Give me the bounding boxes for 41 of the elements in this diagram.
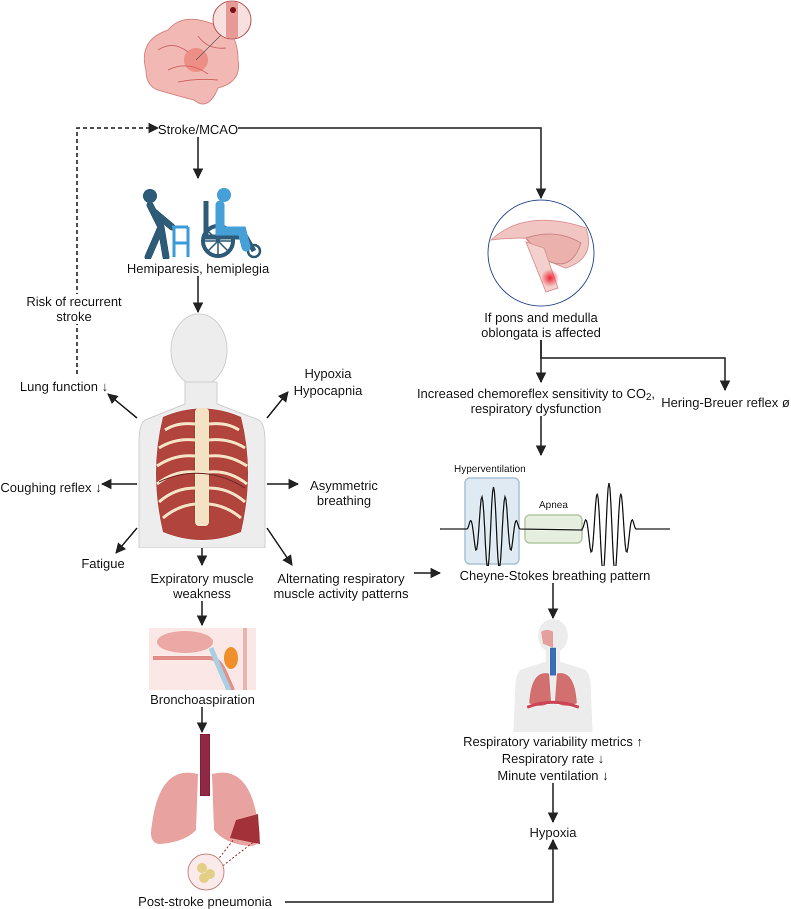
node-label: Cheyne-Stokes breathing pattern xyxy=(460,568,650,583)
node-label: Minute ventilation ↓ xyxy=(497,768,609,783)
node-label: Hypocapnia xyxy=(294,383,362,398)
node-label: Increased chemoreflex sensitivity to CO$_{2}$, respiratory dysfunction xyxy=(416,386,656,416)
arrow xyxy=(238,127,546,200)
arrow xyxy=(266,528,293,566)
node-label: Hypoxia xyxy=(304,366,352,381)
arrow xyxy=(267,478,300,490)
node-label: Hypoxia xyxy=(530,825,576,840)
node-label: Post-stroke pneumonia xyxy=(138,894,272,909)
node-label: Expiratory muscle weakness xyxy=(149,571,255,601)
arrow xyxy=(536,416,546,456)
arrow xyxy=(285,838,558,903)
node-label: Respiratory variability metrics ↑ xyxy=(463,734,643,749)
node-label: Alternating respiratory muscle activity patterns xyxy=(272,571,410,601)
node-label: Bronchoaspiration xyxy=(150,692,255,707)
arrow xyxy=(107,393,138,419)
arrow xyxy=(115,528,138,554)
node-label: Coughing reflex ↓ xyxy=(0,480,102,495)
arrow xyxy=(100,478,137,490)
arrow xyxy=(548,783,558,824)
node-label: Hemiparesis, hemiplegia xyxy=(126,261,270,276)
arrow xyxy=(196,601,208,626)
arrow xyxy=(196,548,208,566)
waveform-label: Hyperventilation xyxy=(454,464,526,476)
arrow xyxy=(196,707,208,734)
node-label: If pons and medulla oblongata is affected xyxy=(480,310,602,340)
arrow xyxy=(192,276,204,314)
arrow xyxy=(192,137,204,180)
node-label: Hering-Breuer reflex ø xyxy=(661,395,790,410)
node-label: Fatigue xyxy=(81,556,125,571)
node-label: Stroke/MCAO xyxy=(158,122,238,137)
node-label: Respiratory rate ↓ xyxy=(502,751,604,766)
node-label: Asymmetric breathing xyxy=(309,478,379,508)
dashed-arrow xyxy=(76,122,160,374)
arrow xyxy=(548,583,558,620)
arrow xyxy=(414,568,442,578)
waveform-label: Apnea xyxy=(539,500,568,512)
arrow xyxy=(266,391,289,418)
arrow xyxy=(540,340,730,392)
node-label: Lung function ↓ xyxy=(20,379,108,394)
